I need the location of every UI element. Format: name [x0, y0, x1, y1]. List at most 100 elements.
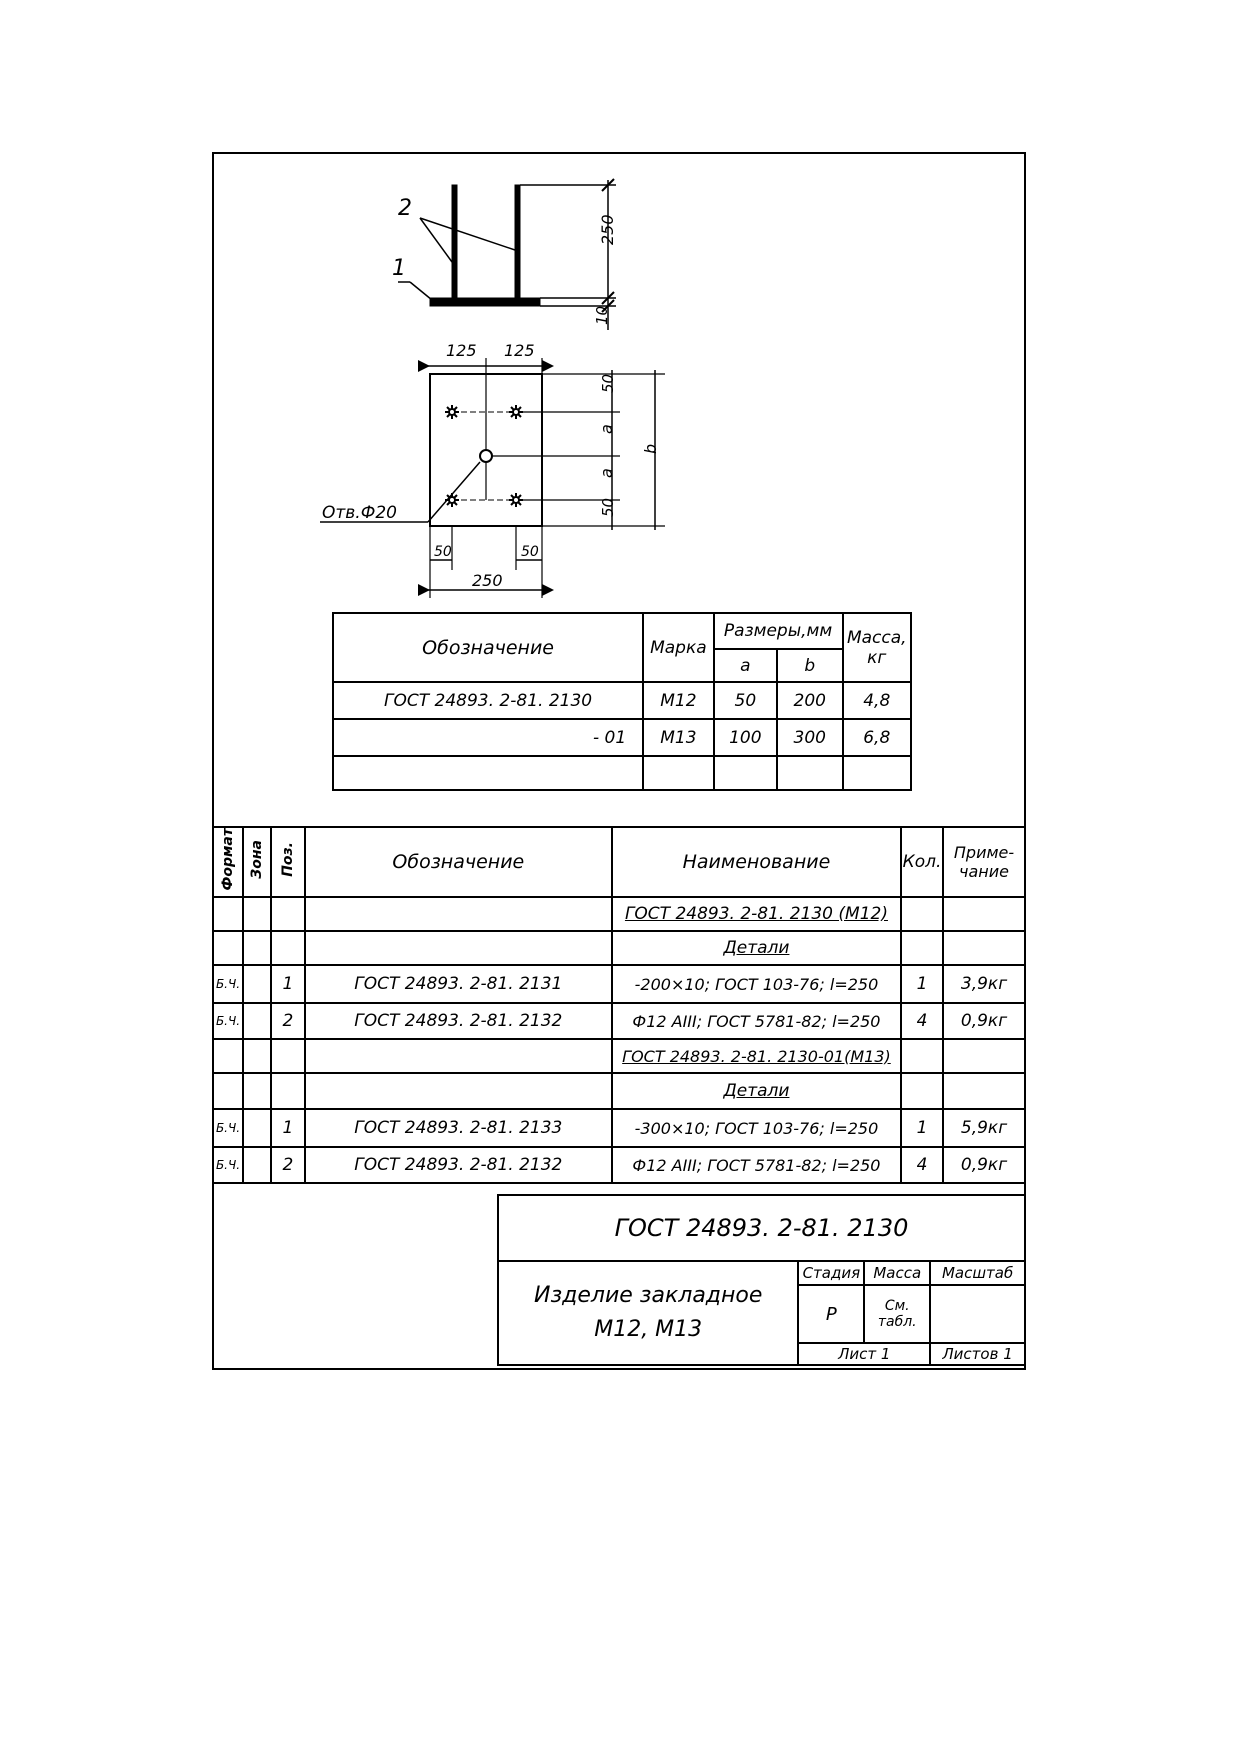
spec-cell-note — [942, 1038, 1026, 1074]
spec-cell-note: 0,9кг — [942, 1146, 1026, 1184]
callout-2: 2 — [398, 196, 412, 221]
spec-cell-note: 3,9кг — [942, 964, 1026, 1004]
spec-cell-pos: 2 — [269, 1146, 306, 1184]
size-cell-mass — [841, 755, 912, 791]
spec-cell-name: Ф12 АIII; ГОСТ 5781-82; l=250 — [610, 1146, 903, 1184]
size-cell-b — [776, 755, 844, 791]
spec-cell-name: ГОСТ 24893. 2-81. 2130 (М12) — [610, 896, 903, 932]
size-header-sizes: Размеры,мм — [712, 612, 844, 650]
weld-symbol — [509, 405, 523, 419]
size-header-b: b — [776, 648, 844, 683]
dim-b: b — [641, 444, 660, 454]
spec-cell-qty: 1 — [900, 1108, 945, 1148]
spec-cell-qty: 4 — [900, 1002, 945, 1040]
table-row: ГОСТ 24893. 2-81. 2130-01(М13) — [212, 1038, 1026, 1074]
spec-cell-pos — [269, 930, 306, 966]
table-row: Детали — [212, 1072, 1026, 1110]
product-name-line2: М12, М13 — [594, 1317, 703, 1342]
spec-cell-format: Б.Ч. — [212, 1002, 244, 1040]
spec-cell-name: -300×10; ГОСТ 103-76; l=250 — [610, 1108, 903, 1148]
drawing-frame — [212, 152, 1026, 1370]
spec-cell-format — [212, 930, 244, 966]
spec-header-note: Приме- чание — [942, 826, 1026, 898]
spec-header-pos: Поз. — [269, 826, 306, 898]
spec-header-qty: Кол. — [900, 826, 945, 898]
size-cell-designation — [331, 755, 645, 791]
dim-125-left: 125 — [446, 341, 477, 360]
spec-cell-note: 0,9кг — [942, 1002, 1026, 1040]
dim-plate-10: 10 — [593, 306, 611, 325]
scale-label: Масштаб — [929, 1260, 1026, 1286]
spec-cell-format: Б.Ч. — [212, 1146, 244, 1184]
spec-cell-format: Б.Ч. — [212, 964, 244, 1004]
size-table: Обозначение Марка Размеры,мм Масса, кг a… — [331, 612, 912, 791]
table-row — [331, 755, 912, 791]
spec-cell-pos: 1 — [269, 964, 306, 1004]
product-name: Изделие закладное М12, М13 — [496, 1260, 800, 1366]
spec-cell-pos — [269, 1038, 306, 1074]
spec-cell-qty — [900, 1072, 945, 1110]
table-row: ГОСТ 24893. 2-81. 2130 (М12) — [212, 896, 1026, 932]
size-cell-b: 300 — [776, 718, 844, 757]
spec-cell-pos — [269, 896, 306, 932]
spec-cell-designation: ГОСТ 24893. 2-81. 2131 — [303, 964, 613, 1004]
sheet-label: Лист 1 — [797, 1342, 932, 1366]
size-cell-designation: ГОСТ 24893. 2-81. 2130 — [331, 681, 645, 720]
dim-50-right: 50 — [521, 544, 539, 560]
spec-cell-note — [942, 896, 1026, 932]
spec-cell-pos — [269, 1072, 306, 1110]
spec-cell-qty — [900, 896, 945, 932]
scale-value — [929, 1284, 1026, 1344]
spec-cell-note: 5,9кг — [942, 1108, 1026, 1148]
size-header-mass: Масса, кг — [841, 612, 912, 683]
spec-cell-name: Ф12 АIII; ГОСТ 5781-82; l=250 — [610, 1002, 903, 1040]
callout-1: 1 — [392, 256, 406, 281]
spec-cell-qty: 4 — [900, 1146, 945, 1184]
size-cell-mass: 6,8 — [841, 718, 912, 757]
dim-a-lower: a — [597, 468, 616, 478]
table-row: - 01 М13 100 300 6,8 — [331, 718, 912, 757]
anchor-plate-side — [429, 297, 541, 307]
table-row: Б.Ч. 2 ГОСТ 24893. 2-81. 2132 Ф12 АIII; … — [212, 1002, 1026, 1040]
table-row: Б.Ч. 1 ГОСТ 24893. 2-81. 2133 -300×10; Г… — [212, 1108, 1026, 1148]
spec-cell-format — [212, 1072, 244, 1110]
size-header-a: a — [712, 648, 779, 683]
spec-cell-format — [212, 1038, 244, 1074]
spec-cell-format — [212, 896, 244, 932]
size-cell-a — [712, 755, 779, 791]
spec-cell-qty — [900, 1038, 945, 1074]
dim-50-bottom: 50 — [599, 498, 617, 517]
spec-header-designation: Обозначение — [303, 826, 613, 898]
spec-cell-designation: ГОСТ 24893. 2-81. 2132 — [303, 1146, 613, 1184]
spec-cell-designation — [303, 1038, 613, 1074]
table-row: Б.Ч. 2 ГОСТ 24893. 2-81. 2132 Ф12 АIII; … — [212, 1146, 1026, 1184]
size-cell-mark: М13 — [642, 718, 715, 757]
spec-cell-designation — [303, 1072, 613, 1110]
center-hole — [479, 449, 493, 463]
dim-250: 250 — [472, 571, 503, 590]
spec-header-format: Формат — [212, 826, 244, 898]
stage-value: Р — [797, 1284, 866, 1344]
rod-right — [514, 184, 521, 299]
spec-cell-pos: 1 — [269, 1108, 306, 1148]
spec-cell-designation — [303, 896, 613, 932]
spec-cell-name: ГОСТ 24893. 2-81. 2130-01(М13) — [610, 1038, 903, 1074]
spec-cell-format: Б.Ч. — [212, 1108, 244, 1148]
size-cell-designation: - 01 — [331, 718, 645, 757]
weld-symbol — [445, 405, 459, 419]
spec-cell-pos: 2 — [269, 1002, 306, 1040]
size-cell-a: 100 — [712, 718, 779, 757]
document-code: ГОСТ 24893. 2-81. 2130 — [497, 1194, 1026, 1262]
weld-symbol — [509, 493, 523, 507]
spec-cell-name: Детали — [610, 1072, 903, 1110]
spec-cell-name: -200×10; ГОСТ 103-76; l=250 — [610, 964, 903, 1004]
rod-welds — [445, 405, 523, 507]
spec-cell-note — [942, 1072, 1026, 1110]
spec-cell-designation — [303, 930, 613, 966]
spec-table: Формат Зона Поз. Обозначение Наименовани… — [212, 826, 1026, 1184]
size-header-mark: Марка — [642, 612, 715, 683]
table-row: Б.Ч. 1 ГОСТ 24893. 2-81. 2131 -200×10; Г… — [212, 964, 1026, 1004]
sheets-label: Листов 1 — [929, 1342, 1026, 1366]
weld-symbol — [445, 493, 459, 507]
